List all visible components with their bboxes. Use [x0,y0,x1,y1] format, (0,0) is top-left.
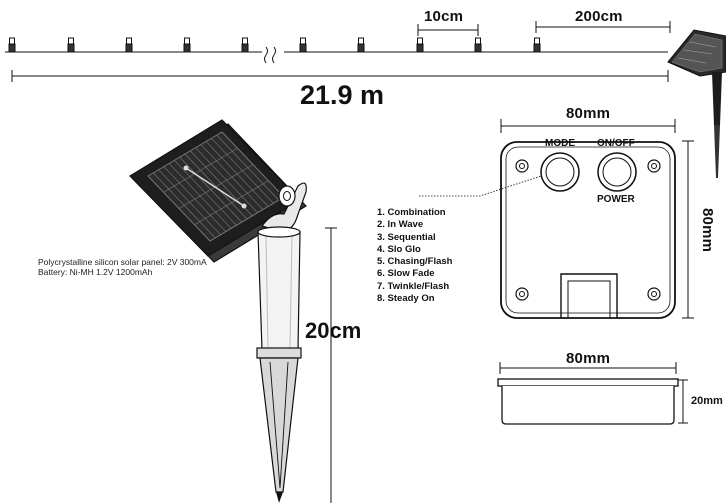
bulb-icon [299,37,307,53]
stake [256,182,307,503]
light-string [5,37,668,64]
battery-spec-line: Battery: Ni-MH 1.2V 1200mAh [38,267,153,277]
side-depth-label: 20mm [691,395,723,407]
bulb-icon [357,37,365,53]
mode-item: 8. Steady On [377,293,435,305]
bulb-spacing-label: 10cm [424,8,464,25]
bulb-icon [416,37,424,53]
onoff-button [597,152,637,192]
break-mark [264,46,268,64]
total-length-dimension [11,70,669,82]
power-label: POWER [597,194,635,205]
mode-item: 3. Sequential [377,231,436,243]
total-length-label: 21.9 m [300,80,385,110]
bulb-icon [67,37,75,53]
mode-button-label: MODE [545,138,575,149]
mode-item: 4. Slo Glo [377,243,421,255]
bulb-icon [183,37,191,53]
bulb-icon [8,37,16,53]
mode-item: 2. In Wave [377,219,424,231]
stake-height-dimension [325,227,337,503]
box-height-label: 80mm [699,208,716,253]
lead-wire-dimension [535,21,671,33]
control-box-side [497,362,688,425]
mode-list: 1. Combination 2. In Wave 3. Sequential … [377,207,453,305]
solar-spec-line-1: Polycrystalline silicon solar panel: 2V … [38,257,207,267]
mode-item: 5. Chasing/Flash [377,256,453,268]
mode-item: 1. Combination [377,207,446,218]
mode-item: 6. Slow Fade [377,268,435,280]
lead-wire-label: 200cm [575,8,623,25]
stake-height-label: 20cm [305,318,362,343]
small-solar-panel [667,29,726,178]
control-box-front [419,119,694,319]
box-width-label: 80mm [566,105,611,122]
onoff-button-label: ON/OFF [597,138,635,149]
bulb-icon [533,37,541,53]
bulb-icon [125,37,133,53]
mode-item: 7. Twinkle/Flash [377,280,450,292]
side-width-label: 80mm [566,350,611,367]
bulb-icon [474,37,482,53]
bulb-spacing-dimension [417,24,479,36]
mode-button [540,152,580,192]
bulb-icon [241,37,249,53]
